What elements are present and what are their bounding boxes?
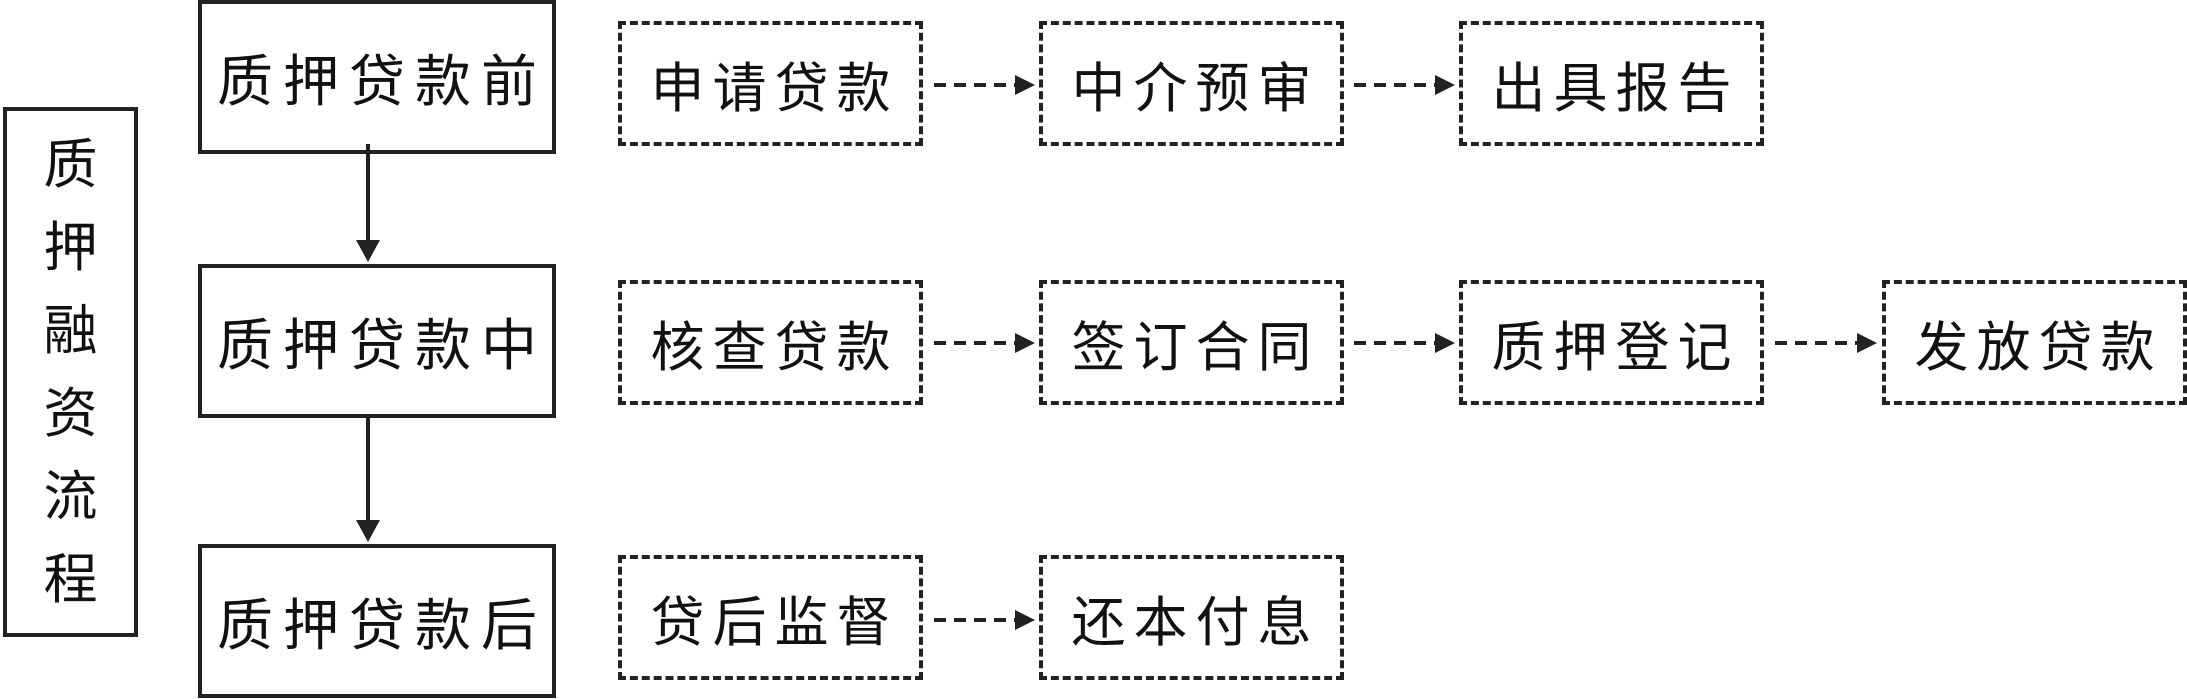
step-box: 贷后监督 bbox=[618, 555, 923, 680]
arrow-right-icon bbox=[1435, 333, 1455, 353]
step-label: 中介预审 bbox=[1071, 57, 1320, 120]
step-box: 质押登记 bbox=[1459, 280, 1764, 405]
title-char: 资 bbox=[43, 382, 98, 445]
step-label: 贷后监督 bbox=[650, 591, 899, 654]
title-char: 程 bbox=[43, 548, 98, 611]
step-label: 申请贷款 bbox=[650, 57, 899, 120]
arrow-right-icon bbox=[1435, 75, 1455, 95]
title-char: 融 bbox=[43, 299, 98, 362]
step-box: 核查贷款 bbox=[618, 280, 923, 405]
stage-label: 质押贷款中 bbox=[217, 313, 547, 379]
arrow-right-icon bbox=[1857, 333, 1877, 353]
step-box: 发放贷款 bbox=[1882, 280, 2187, 405]
arrow-down-icon bbox=[356, 240, 380, 262]
step-box: 签订合同 bbox=[1039, 280, 1344, 405]
stage-box-during: 质押贷款中 bbox=[198, 264, 556, 418]
stage-label: 质押贷款后 bbox=[217, 593, 547, 659]
step-label: 核查贷款 bbox=[650, 316, 899, 379]
stage-label: 质押贷款前 bbox=[217, 49, 547, 115]
step-label: 签订合同 bbox=[1071, 316, 1320, 379]
arrow-right-icon bbox=[1015, 610, 1035, 630]
title-char: 押 bbox=[43, 216, 98, 279]
arrow-right-icon bbox=[1015, 333, 1035, 353]
step-box: 出具报告 bbox=[1459, 21, 1764, 146]
step-box: 中介预审 bbox=[1039, 21, 1344, 146]
step-label: 质押登记 bbox=[1491, 316, 1740, 379]
step-label: 出具报告 bbox=[1491, 57, 1740, 120]
arrow-down-icon bbox=[356, 520, 380, 542]
stage-box-after: 质押贷款后 bbox=[198, 544, 556, 698]
arrow-right-icon bbox=[1015, 75, 1035, 95]
step-box: 申请贷款 bbox=[618, 21, 923, 146]
title-char: 流 bbox=[43, 465, 98, 528]
stage-box-before: 质押贷款前 bbox=[198, 0, 556, 154]
step-label: 发放贷款 bbox=[1914, 316, 2163, 379]
step-label: 还本付息 bbox=[1071, 591, 1320, 654]
step-box: 还本付息 bbox=[1039, 555, 1344, 680]
title-char: 质 bbox=[43, 133, 98, 196]
process-title-box: 质 押 融 资 流 程 bbox=[3, 107, 138, 637]
